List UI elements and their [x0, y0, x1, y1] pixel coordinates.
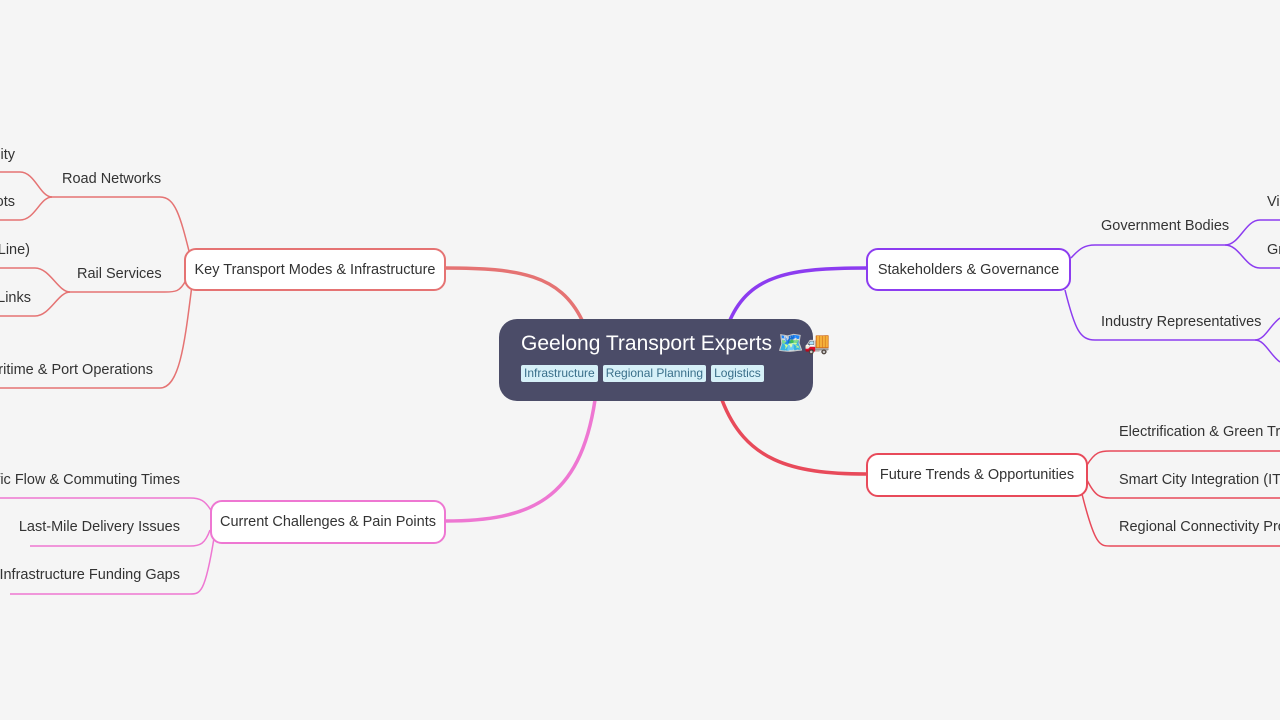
- tag[interactable]: Regional Planning: [602, 365, 707, 382]
- node-industry-representatives[interactable]: Industry Representatives: [1101, 314, 1262, 330]
- leaf-node[interactable]: Line): [0, 242, 30, 258]
- tag[interactable]: Infrastructure: [521, 365, 598, 382]
- node-key-transport[interactable]: Key Transport Modes & Infrastructure: [184, 248, 446, 291]
- leaf-node[interactable]: Vi: [1267, 194, 1280, 210]
- node-stakeholders[interactable]: Stakeholders & Governance: [866, 248, 1071, 291]
- tag[interactable]: Logistics: [711, 365, 764, 382]
- node-rail-services[interactable]: Rail Services: [77, 266, 162, 282]
- node-maritime[interactable]: aritime & Port Operations: [0, 362, 153, 378]
- node-funding-gaps[interactable]: Infrastructure Funding Gaps: [0, 567, 180, 583]
- leaf-node[interactable]: ity: [0, 147, 16, 163]
- node-road-networks[interactable]: Road Networks: [62, 171, 162, 187]
- root-node[interactable]: Geelong Transport Experts 🗺️🚚 Infrastruc…: [499, 319, 830, 401]
- node-current-challenges[interactable]: Current Challenges & Pain Points: [210, 500, 446, 544]
- node-regional-connectivity[interactable]: Regional Connectivity Proje: [1119, 519, 1280, 535]
- node-last-mile[interactable]: Last-Mile Delivery Issues: [18, 519, 180, 535]
- leaf-node[interactable]: ots: [0, 194, 15, 210]
- root-title-text: Geelong Transport Experts: [521, 332, 772, 355]
- node-smart-city[interactable]: Smart City Integration (ITS): [1119, 472, 1280, 488]
- leaf-node[interactable]: Gr: [1267, 242, 1280, 258]
- tag-list: Infrastructure Regional Planning Logisti…: [521, 365, 813, 382]
- map-truck-icon: 🗺️🚚: [777, 332, 831, 355]
- leaf-node[interactable]: Links: [0, 290, 31, 306]
- node-government-bodies[interactable]: Government Bodies: [1101, 218, 1230, 234]
- root-title: Geelong Transport Experts 🗺️🚚: [521, 331, 830, 357]
- node-electrification[interactable]: Electrification & Green Tran: [1119, 424, 1280, 440]
- node-future-trends[interactable]: Future Trends & Opportunities: [866, 453, 1088, 497]
- node-traffic-flow[interactable]: affic Flow & Commuting Times: [0, 472, 180, 488]
